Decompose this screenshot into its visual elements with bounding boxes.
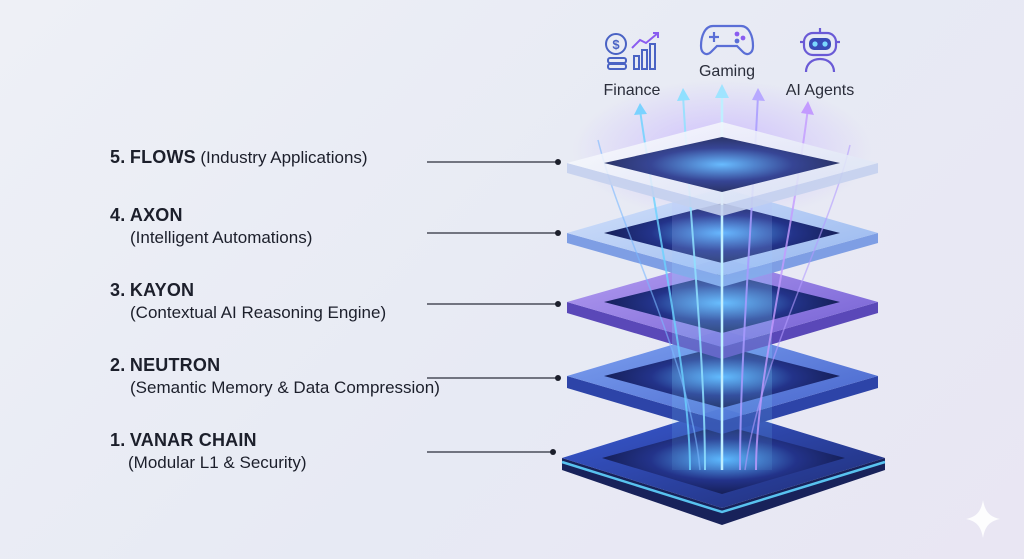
- label-connector-lines: [427, 161, 556, 453]
- app-label-gaming: Gaming: [698, 63, 756, 80]
- finance-chart-icon: $: [605, 32, 659, 70]
- layer-description: (Industry Applications): [200, 148, 368, 167]
- layer-label-neutron: 2. NEUTRON (Semantic Memory & Data Compr…: [110, 355, 440, 398]
- layer-name: FLOWS: [129, 147, 196, 167]
- layer-name: NEUTRON: [129, 355, 221, 375]
- upward-arrow-icon: [634, 84, 814, 115]
- layer-number: 3.: [110, 280, 126, 300]
- layer-number: 2.: [110, 355, 126, 375]
- app-label-finance: Finance: [603, 82, 661, 99]
- layer-number: 4.: [110, 205, 126, 225]
- connector-dot: [555, 230, 561, 236]
- layer-number: 5.: [110, 147, 126, 167]
- svg-text:$: $: [612, 37, 620, 52]
- game-controller-icon: [699, 24, 755, 56]
- connector-dot: [550, 449, 556, 455]
- data-flow-beams: [597, 92, 851, 471]
- layer-name: VANAR CHAIN: [129, 430, 257, 450]
- connector-dot: [555, 375, 561, 381]
- layer-label-kayon: 3. KAYON (Contextual AI Reasoning Engine…: [110, 280, 386, 323]
- layer-label-flows: 5. FLOWS (Industry Applications): [110, 147, 368, 169]
- connector-dot: [555, 159, 561, 165]
- layer-description: (Semantic Memory & Data Compression): [130, 378, 440, 397]
- layer-label-vanar-chain: 1. VANAR CHAIN (Modular L1 & Security): [110, 430, 307, 473]
- sparkle-icon: [966, 500, 1000, 538]
- layer-flows-plate: [567, 122, 878, 216]
- app-label-ai-agents: AI Agents: [785, 82, 855, 99]
- connector-dot: [555, 301, 561, 307]
- robot-icon: [800, 28, 840, 73]
- layer-name: AXON: [129, 205, 183, 225]
- layer-description: (Modular L1 & Security): [128, 453, 307, 472]
- layer-description: (Intelligent Automations): [130, 228, 313, 247]
- layer-label-axon: 4. AXON (Intelligent Automations): [110, 205, 312, 248]
- layer-description: (Contextual AI Reasoning Engine): [130, 303, 387, 322]
- layer-number: 1.: [110, 430, 126, 450]
- layer-name: KAYON: [129, 280, 195, 300]
